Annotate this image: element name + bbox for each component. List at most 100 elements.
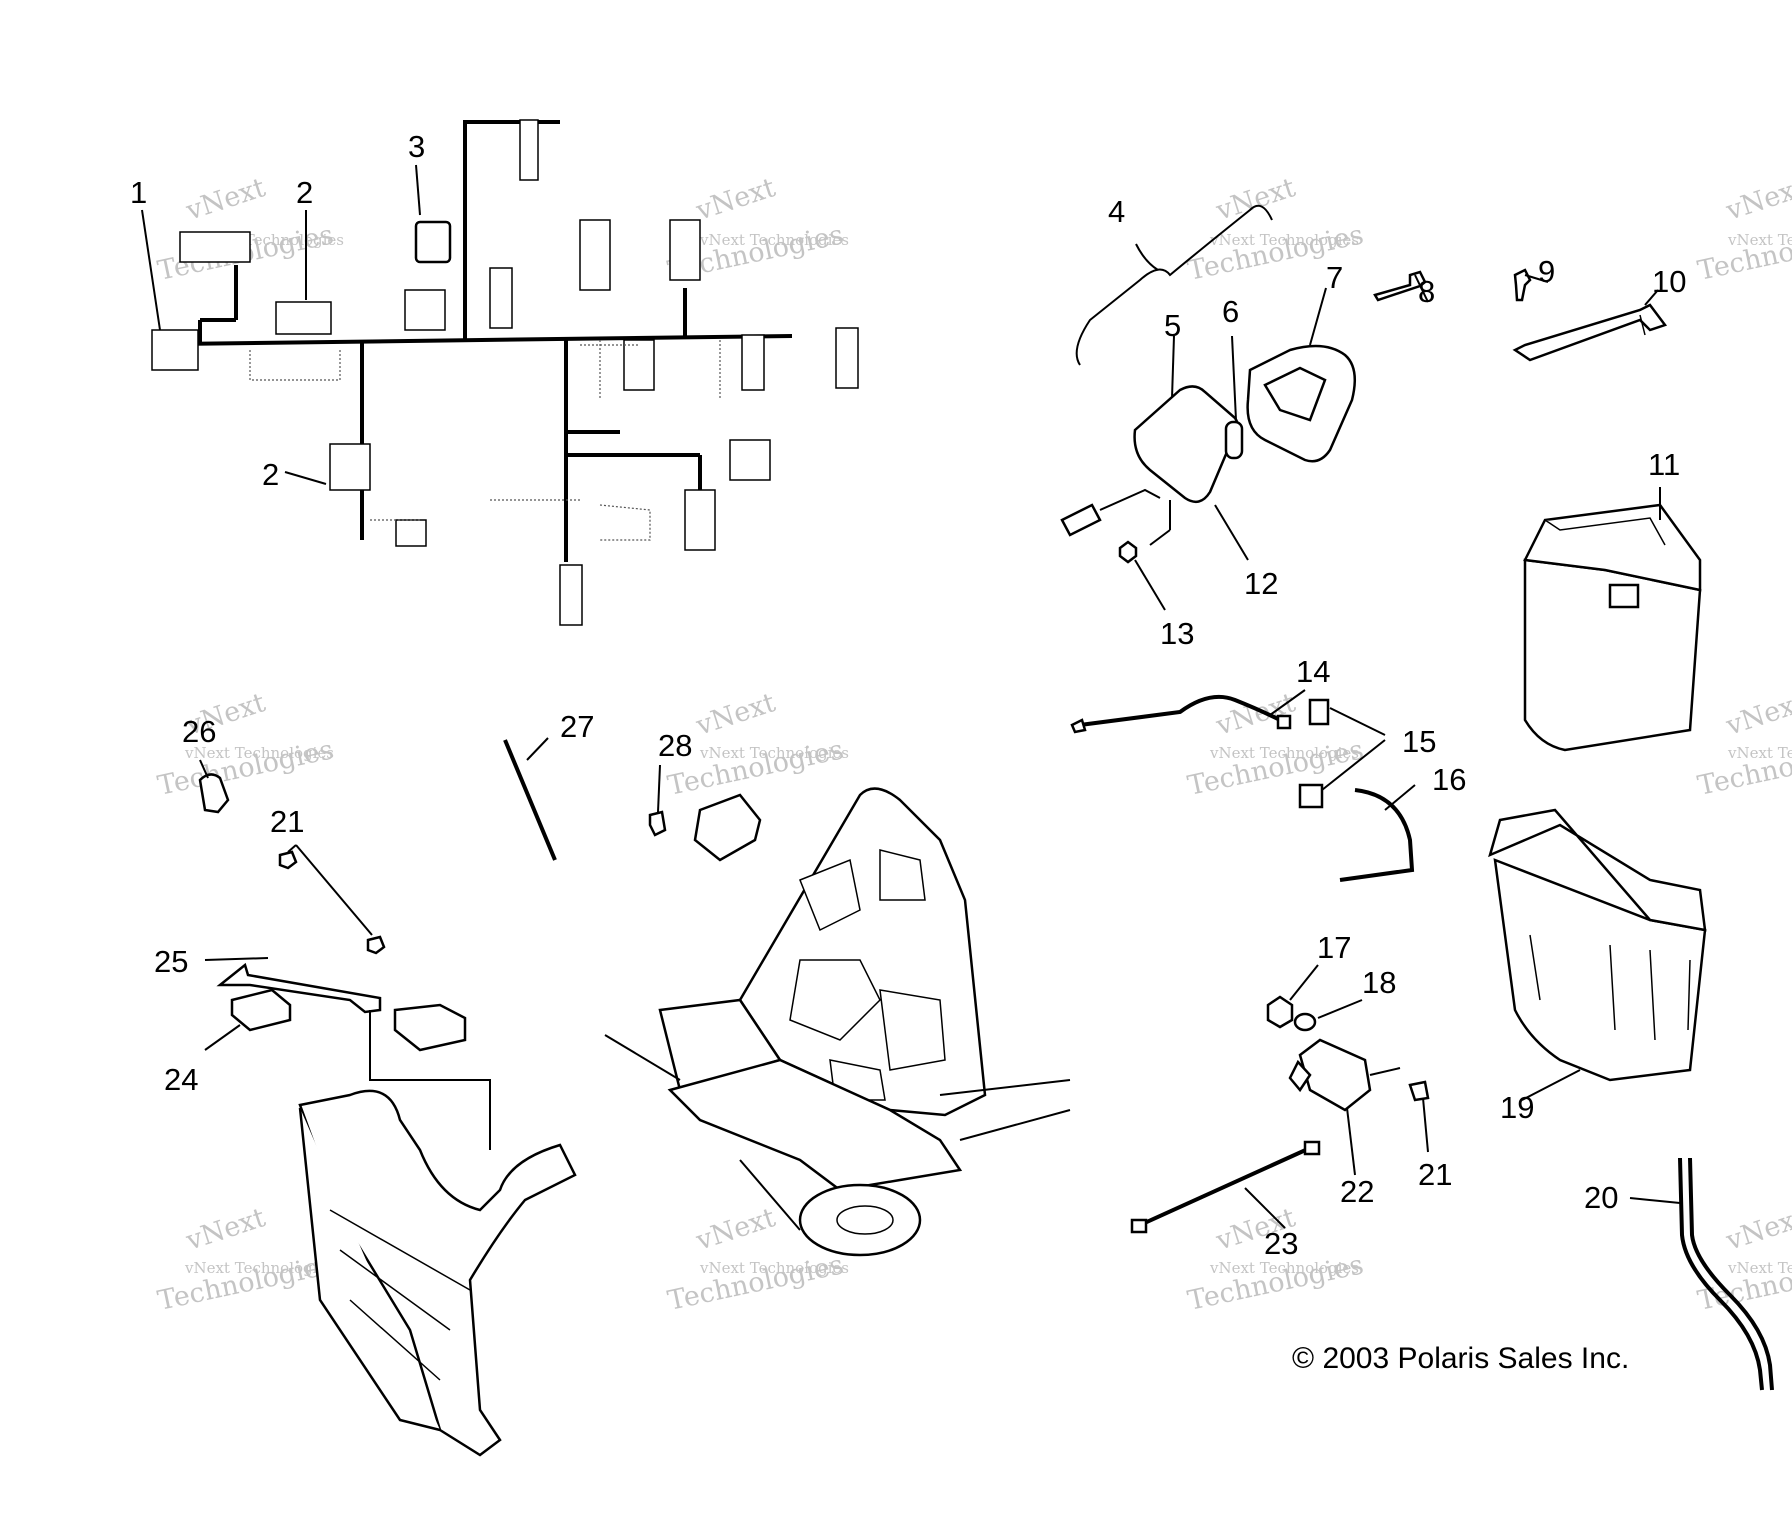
svg-text:vNext: vNext <box>1212 172 1300 227</box>
callout-25: 25 <box>154 944 188 979</box>
harness-connector <box>729 439 771 481</box>
watermark: vNext vNext Technologies Technologies <box>1185 687 1366 802</box>
svg-text:vNext Technologies: vNext Technologies <box>1727 744 1792 762</box>
battery <box>1523 503 1702 752</box>
module-24 <box>230 988 292 1032</box>
nut-15 <box>1298 783 1324 809</box>
part-cover <box>393 1003 467 1052</box>
harness-connector <box>395 519 427 547</box>
watermark: vNext vNext Technologies Technologies <box>1695 687 1792 802</box>
battery-cables <box>1070 695 1415 882</box>
relay-28 <box>693 793 762 862</box>
washer-18 <box>1293 1012 1317 1032</box>
relay-connector <box>179 231 251 263</box>
watermark: vNext vNext Technologies Technologies <box>665 687 849 802</box>
cable-23 <box>1130 1140 1321 1234</box>
battery-box-body <box>1493 858 1707 1082</box>
strap-10 <box>1512 303 1668 362</box>
callout-10: 10 <box>1652 264 1686 299</box>
svg-text:vNext: vNext <box>1722 1202 1792 1257</box>
harness-connector <box>404 289 446 331</box>
callout-2: 2 <box>296 175 313 210</box>
bolt-15 <box>1308 698 1330 726</box>
battery-strap <box>1512 268 1668 362</box>
callout-26: 26 <box>182 714 216 749</box>
bolt-9 <box>1513 268 1532 302</box>
svg-text:vNext Technologies: vNext Technologies <box>1727 1259 1792 1277</box>
callout-27: 27 <box>560 709 594 744</box>
svg-text:vNext: vNext <box>692 172 780 227</box>
callout-17: 17 <box>1317 930 1351 965</box>
harness-connector <box>579 219 611 291</box>
bulb <box>1224 420 1244 460</box>
callout-6: 6 <box>1222 294 1239 329</box>
frame-rail <box>667 1058 963 1192</box>
svg-text:vNext: vNext <box>692 687 780 742</box>
harness-connector <box>684 489 716 551</box>
harness-connector <box>329 443 371 491</box>
svg-text:vNext Technologies: vNext Technologies <box>1727 231 1792 249</box>
svg-text:vNext: vNext <box>182 172 270 227</box>
callout-3: 3 <box>408 129 425 164</box>
front-frame-body <box>298 1089 577 1457</box>
callout-7: 7 <box>1326 260 1343 295</box>
svg-text:vNext: vNext <box>692 1202 780 1257</box>
svg-text:vNext: vNext <box>1722 172 1792 227</box>
callout-13: 13 <box>1160 616 1194 651</box>
callout-24: 24 <box>164 1062 198 1097</box>
svg-text:vNext Technologies: vNext Technologies <box>699 744 849 762</box>
svg-text:vNext: vNext <box>1722 687 1792 742</box>
callout-28: 28 <box>658 728 692 763</box>
battery-body <box>1523 558 1702 752</box>
svg-text:vNext Technologies: vNext Technologies <box>1209 744 1359 762</box>
bolt-28 <box>648 810 667 837</box>
socket-connector <box>1060 503 1102 537</box>
vent-tube <box>1678 1157 1774 1391</box>
callout-9: 9 <box>1538 254 1555 289</box>
harness-connector <box>623 339 655 391</box>
bolt-21b <box>366 935 386 955</box>
callout-8: 8 <box>1418 274 1435 309</box>
harness-connector <box>559 564 583 626</box>
callout-20: 20 <box>1584 1180 1618 1215</box>
callout-4: 4 <box>1108 194 1125 229</box>
leader-lines <box>141 164 1681 1229</box>
svg-text:vNext: vNext <box>182 1202 270 1257</box>
svg-text:vNext Technologies: vNext Technologies <box>184 1259 334 1277</box>
watermark: vNext vNext Technologies Technologies <box>155 172 344 287</box>
callout-12: 12 <box>1244 566 1278 601</box>
harness-connector <box>489 267 513 329</box>
taillight-lens-inner <box>1263 366 1327 422</box>
callout-23: 23 <box>1264 1226 1298 1261</box>
rear-frame <box>604 787 1071 1257</box>
solenoid-22 <box>1298 1038 1372 1112</box>
callout-18: 18 <box>1362 965 1396 1000</box>
taillight-housing <box>1133 385 1240 504</box>
bolt-21 <box>1408 1080 1430 1102</box>
callout-5: 5 <box>1164 308 1181 343</box>
wiring-harness <box>151 119 859 626</box>
nut <box>1118 540 1138 564</box>
watermark: vNext vNext Technologies Technologies <box>155 1202 336 1317</box>
svg-text:vNext Technologies: vNext Technologies <box>1209 231 1359 249</box>
battery-box <box>1488 808 1707 1082</box>
svg-text:vNext Technologies: vNext Technologies <box>699 231 849 249</box>
callout-1: 1 <box>130 175 147 210</box>
callout-14: 14 <box>1296 654 1330 689</box>
harness-connector <box>669 219 701 281</box>
harness-connector <box>275 301 332 335</box>
callout-21: 21 <box>270 804 304 839</box>
bracket-25 <box>216 962 382 1014</box>
callout-21: 21 <box>1418 1157 1452 1192</box>
svg-text:vNext Technologies: vNext Technologies <box>699 1259 849 1277</box>
svg-text:Technologies: Technologies <box>1695 219 1792 286</box>
battery-box-rim <box>1488 808 1707 932</box>
callout-11: 11 <box>1648 447 1680 482</box>
watermark: vNext vNext Technologies Technologies <box>1695 172 1792 287</box>
harness-connector <box>519 119 539 181</box>
taillight-assembly <box>1060 204 1427 564</box>
main-connector <box>151 329 199 371</box>
solenoid-group <box>1266 995 1430 1112</box>
clip-26 <box>198 773 230 814</box>
